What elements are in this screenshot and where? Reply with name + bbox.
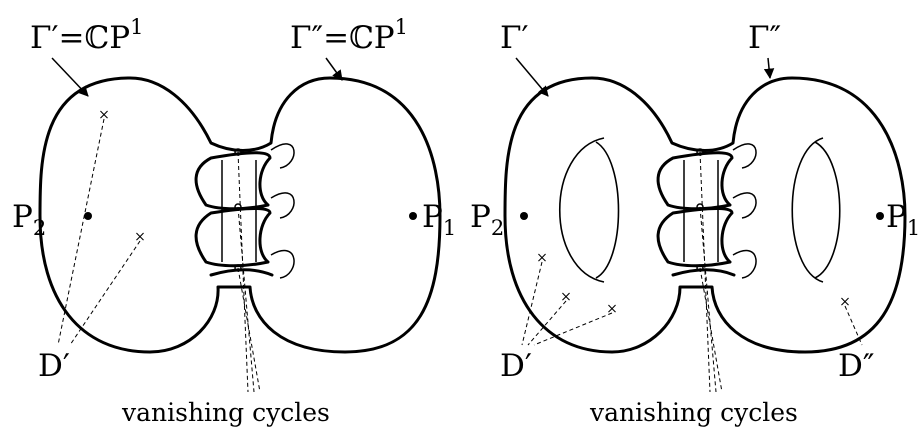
left-gamma2-arrow [325,57,343,81]
right-neck-bottom [671,268,736,277]
left-lobe-3 [270,249,295,279]
right-p2-label: P2 [470,199,504,240]
left-vc-line-2 [237,206,255,393]
right-lobe-3 [732,249,757,279]
right-handle-loop-1 [656,151,734,211]
right-surface-outline [503,76,907,354]
right-node-3 [696,264,704,272]
right-hole-left [558,137,620,283]
left-caption: vanishing cycles [121,398,330,427]
left-lobe-2 [270,192,295,219]
right-divisor-line-1 [521,261,543,346]
right-panel: × × × × Γ′ Γ″ P2 P1 D′ D″ vanishing cycl… [470,20,920,427]
right-divisor-line-2 [527,300,567,346]
left-handle-loop-1 [194,151,272,211]
left-divisor-marker-1: × [98,107,110,123]
left-p1-label: P1 [422,199,456,240]
right-divisor-line-3 [533,312,613,346]
left-divisor-line-2 [69,240,141,346]
right-gamma2-label: Γ″ [748,20,781,56]
right-divisor-marker-3: × [606,301,618,317]
right-lobe-2 [732,192,757,219]
right-vc-line-2 [699,206,717,393]
right-handle-loop-2 [656,206,734,268]
right-point-p1-dot [876,212,884,220]
left-divisor-line-1 [57,118,105,346]
right-vc-line-1 [699,151,711,393]
left-node-3 [234,264,242,272]
right-lobe-1 [732,143,757,169]
right-divisor1-label: D′ [500,348,532,384]
left-neck-bottom [209,268,274,277]
right-gamma2-arrow [763,57,775,80]
left-gamma2-label: Γ″=ℂP1 [290,15,408,56]
left-gamma1-label: Γ′=ℂP1 [30,15,143,56]
left-p2-label: P2 [12,199,46,240]
right-p1-label: P1 [886,199,920,240]
left-surface-outline [38,76,442,354]
left-handle-loop-2 [194,206,272,268]
left-point-p1-dot [409,212,417,220]
left-lobe-1 [270,143,295,169]
left-point-p2-dot [84,212,92,220]
left-gamma1-arrow [51,57,89,97]
right-divisor2-label: D″ [838,348,874,384]
left-panel: × × Γ′=ℂP1 Γ″=ℂP1 P2 P1 D′ vanishing cyc… [12,15,456,427]
right-caption: vanishing cycles [589,398,798,427]
left-vc-line-1 [237,151,249,393]
right-gamma1-arrow [515,57,549,97]
left-divisor-marker-2: × [134,229,146,245]
right-divisor-marker-4: × [839,294,851,310]
left-divisor-label: D′ [38,348,70,384]
right-divisor-marker-2: × [560,289,572,305]
right-hole-right [791,137,841,283]
right-divisor-line-4 [844,305,863,346]
right-gamma1-label: Γ′ [500,20,529,56]
right-point-p2-dot [520,212,528,220]
right-divisor-marker-1: × [536,250,548,266]
